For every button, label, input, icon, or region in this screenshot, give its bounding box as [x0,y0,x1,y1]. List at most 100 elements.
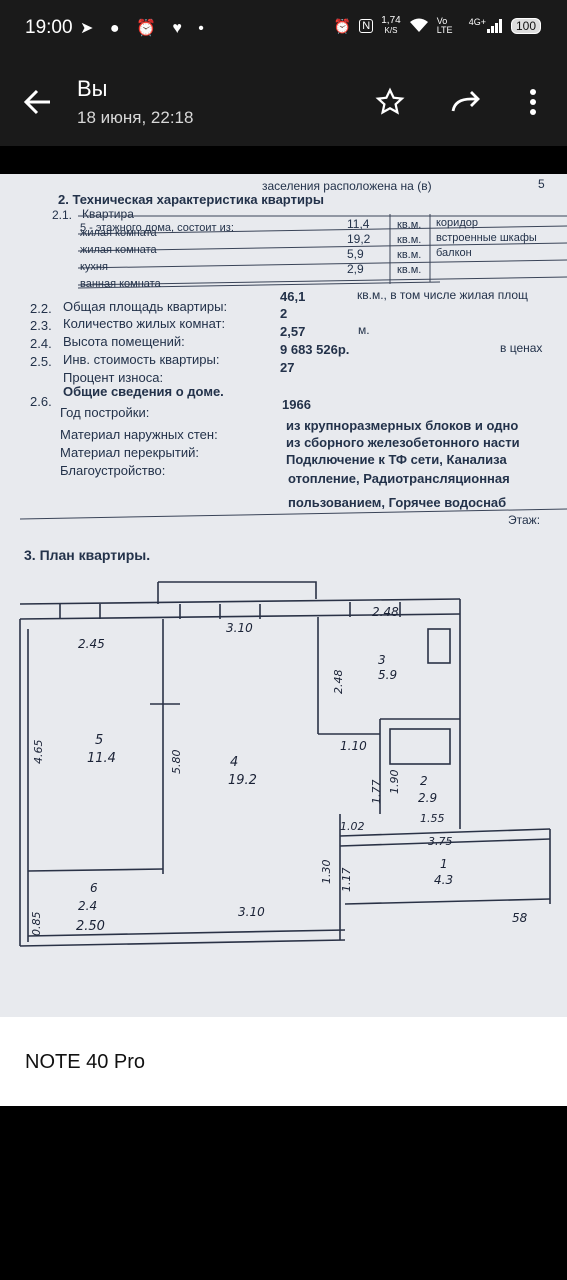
row-label: Количество жилых комнат: [63,316,225,331]
alarm-icon: ⏰ [333,17,352,34]
row-label: Высота помещений: [63,334,185,349]
plan-label-d130: 1.30 [320,860,333,885]
room-name: кухня [80,261,108,273]
plan-label-r4-area: 19.2 [228,773,257,788]
star-icon[interactable] [370,82,410,122]
plan-label-d102: 1.02 [340,820,365,833]
plan-label-r5-num: 5 [95,733,103,748]
settled-text: заселения расположена на (в) [262,179,432,193]
s21-num: 2.1. [52,208,72,222]
device-caption: NOTE 40 Pro [0,1017,567,1106]
room-unit: кв.м. [397,249,421,261]
app-bar: Вы 18 июня, 22:18 [0,58,567,146]
volte-icon: Vo LTE [436,16,453,35]
signal-icon: 4G+ [469,17,503,33]
house-value: из крупноразмерных блоков и одно [286,418,518,433]
room-area: 11,4 [347,217,370,231]
notification-icons: ➤ ● ⏰ ♥ • [80,20,210,37]
sender-name: Вы [77,76,108,101]
house-label: Благоустройство: [60,463,165,478]
row-label: Инв. стоимость квартиры: [63,352,219,367]
row-num: 2.4. [30,336,52,351]
row-label: Процент износа: [63,370,163,385]
technical-passport-image: 2. Техническая характеристика квартиры з… [0,174,567,1017]
plan-label-r3-area: 5.9 [378,668,397,682]
bottom-area [0,1106,567,1280]
plan-label-d155: 1.55 [420,812,445,825]
plan-label-d110: 1.10 [340,739,367,753]
s21-sub: 5 - этажного дома, состоит из: [80,222,234,234]
plan-label-r4-num: 4 [230,755,238,770]
floor-label: Этаж: [508,513,540,527]
row-note: м. [358,323,370,337]
status-bar: 19:00 ➤ ● ⏰ ♥ • ⏰ N 1,74 K/S Vo LTE 4G+ … [0,0,567,58]
room-area: 19,2 [347,232,371,246]
house-value: из сборного железобетонного насти [286,435,520,450]
row-num: 2.2. [30,301,52,316]
plan-label-d310b: 3.10 [238,905,265,919]
row-value: 9 683 526р. [280,342,349,357]
more-vertical-icon[interactable] [513,82,553,122]
plan-label-top-right: 2.48 [372,605,399,619]
row-value: 46,1 [280,289,305,304]
system-icons: ⏰ N 1,74 K/S Vo LTE 4G+ 100 [334,16,541,36]
room-unit: кв.м. [397,219,421,231]
plan-label-d117: 1.17 [340,868,353,893]
extra-line-1: отопление, Радиотрансляционная [288,471,510,486]
rooms-table [77,214,567,289]
room-name: жилая комната [80,244,158,256]
plan-label-r6-num: 6 [90,881,98,895]
plan-label-r6-area: 2.4 [78,899,97,913]
house-label: Материал перекрытий: [60,445,199,460]
plan-label-d085: 0.85 [30,912,43,937]
settled-num: 5 [538,177,545,191]
plan-label-d248v: 2.48 [332,670,345,695]
room-name: жилая комната [80,227,158,239]
plan-label-r1-num: 1 [440,857,448,871]
plan-label-top-mid: 3.10 [226,621,253,635]
row-note: кв.м., в том числе жилая площ [357,288,528,302]
room-name: ванная комната [80,278,162,290]
document-photo[interactable]: 2. Техническая характеристика квартиры з… [0,174,567,1017]
house-label: Материал наружных стен: [60,427,218,442]
row-label: Общая площадь квартиры: [63,299,227,314]
battery-icon: 100 [510,18,541,34]
room-extra: коридор [436,217,478,229]
status-time: 19:00 [25,17,73,38]
plan-label-r3-num: 3 [378,653,386,667]
plan-label-top-left: 2.45 [78,637,105,651]
plan-label-d580: 5.80 [170,750,183,775]
plan-label-d190: 1.90 [388,770,401,795]
row-value: 27 [280,360,294,375]
floor-plan [19,581,551,947]
extra-line-2: пользованием, Горячее водоснаб [288,495,506,510]
room-unit: кв.м. [397,234,421,246]
plan-label-r5-area: 11.4 [87,751,116,766]
nfc-icon: N [359,19,374,33]
room-extra: балкон [436,247,472,259]
plan-label-d375: 3.75 [428,835,453,848]
room-area: 2,9 [347,262,364,276]
house-label: Год постройки: [60,405,149,420]
s26-title: Общие сведения о доме. [63,384,224,399]
s21-label: Квартира [82,207,134,221]
row-value: 2,57 [280,324,305,339]
plan-label-d177: 1.77 [370,780,383,805]
s26-num: 2.6. [30,394,52,409]
house-value: 1966 [282,397,311,412]
room-unit: кв.м. [397,264,421,276]
room-extra: встроенные шкафы [436,232,537,244]
section2-title: 2. Техническая характеристика квартиры [58,192,324,207]
plan-label-r2-num: 2 [420,774,428,788]
forward-icon[interactable] [446,82,486,122]
net-speed: 1,74 K/S [381,15,401,36]
device-name: NOTE 40 Pro [25,1051,146,1073]
house-value: Подключение к ТФ сети, Канализа [286,452,507,467]
message-date: 18 июня, 22:18 [77,108,194,127]
plan-label-d465: 4.65 [32,740,45,765]
plan-label-r1-area: 4.3 [434,873,453,887]
row-num: 2.3. [30,318,52,333]
plan-label-r2-area: 2.9 [418,791,437,805]
arrow-back-icon[interactable] [20,84,56,120]
row-note: в ценах [500,341,542,355]
